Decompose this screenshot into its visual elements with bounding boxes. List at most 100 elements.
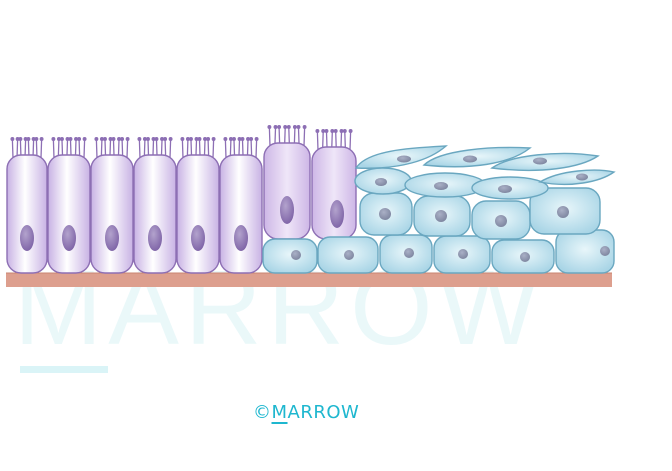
cilium [83, 139, 86, 159]
watermark-bar [20, 366, 108, 373]
cilium [349, 131, 352, 151]
cilium-tip [82, 137, 87, 141]
cilium [11, 139, 14, 159]
cilium-tip [77, 137, 82, 141]
basement-membrane [6, 273, 612, 287]
squamous-nucleus [533, 157, 547, 165]
columnar-nucleus [148, 225, 162, 251]
cilium [95, 139, 98, 159]
cilium-tip [302, 125, 307, 129]
cilium-tip [111, 137, 116, 141]
cilium-tip [189, 137, 193, 141]
cilium-tip [68, 137, 73, 141]
cilium [181, 139, 184, 159]
cilium-tip [249, 137, 254, 141]
cilium [224, 139, 227, 159]
cilium-tip [160, 137, 164, 141]
cilium-tip [292, 125, 297, 129]
cilium [52, 139, 55, 159]
cilium-tip [330, 129, 335, 133]
cilium-tip [283, 125, 288, 129]
cilium-tip [223, 137, 228, 141]
cilium-tip [206, 137, 211, 141]
logo-rest: ARROW [287, 402, 360, 423]
columnar-nucleus [105, 225, 119, 251]
cilium-tip [228, 137, 233, 141]
columnar-nucleus [280, 196, 294, 224]
squamous-nucleus [557, 206, 569, 218]
cilium-tip [232, 137, 236, 141]
squamous-nucleus [434, 182, 448, 190]
cilium-tip [60, 137, 64, 141]
cilium [316, 131, 319, 151]
cilium-tip [185, 137, 190, 141]
cilium-tip [99, 137, 104, 141]
columnar-nucleus [330, 200, 344, 228]
cilium-tip [194, 137, 199, 141]
cilium-tip [203, 137, 207, 141]
cilium-tip [348, 129, 353, 133]
columnar-cell [176, 154, 220, 274]
cilium-tip [273, 125, 278, 129]
columnar-cell [219, 154, 263, 274]
transition-columnar-cells [263, 142, 357, 240]
columnar-cell [133, 154, 177, 274]
columnar-nucleus [20, 225, 34, 251]
cilium-tip [108, 137, 113, 141]
cilium-tip [237, 137, 242, 141]
cilium-tip [117, 137, 121, 141]
columnar-cell [6, 154, 48, 274]
squamous-nucleus [435, 210, 447, 222]
cilium-tip [154, 137, 159, 141]
squamous-nuclei [291, 155, 610, 262]
cilium-tip [296, 125, 301, 129]
cilium-tip [10, 137, 15, 141]
cilium-tip [65, 137, 70, 141]
squamous-nucleus [520, 252, 530, 262]
cilium-tip [267, 125, 272, 129]
squamous-nucleus [375, 178, 387, 186]
squamous-nucleus [404, 248, 414, 258]
cilium-tip [254, 137, 259, 141]
cilium-tip [339, 129, 344, 133]
logo-first-letter: M [271, 402, 288, 423]
cilium [40, 139, 43, 159]
columnar-nucleus [62, 225, 76, 251]
cilium-tip [277, 125, 282, 129]
cilium-tip [39, 137, 44, 141]
squamous-nucleus [344, 250, 354, 260]
cilium-tip [142, 137, 147, 141]
cilium-tip [34, 137, 39, 141]
transition-columnar-cell [263, 142, 311, 240]
columnar-cells [6, 154, 263, 274]
cilium-tip [180, 137, 185, 141]
marrow-logo: ©MARROW [253, 402, 359, 423]
squamous-nucleus [495, 215, 507, 227]
cilium-tip [246, 137, 250, 141]
cilium-tip [321, 129, 326, 133]
cilium-tip [94, 137, 99, 141]
basal-cell [262, 238, 318, 274]
squamous-nucleus [463, 155, 477, 163]
cilium-tip [137, 137, 142, 141]
cilium [138, 139, 141, 159]
columnar-cell [47, 154, 91, 274]
cilium-tip [125, 137, 130, 141]
cilium-tip [74, 137, 78, 141]
cilium-tip [315, 129, 320, 133]
cilium-tip [120, 137, 125, 141]
squamous-nucleus [291, 250, 301, 260]
cilium-tip [197, 137, 202, 141]
squamous-nucleus [576, 173, 588, 181]
squamous-nucleus [600, 246, 610, 256]
cilium [255, 139, 258, 159]
cilium-tip [286, 125, 291, 129]
cilium-tip [163, 137, 168, 141]
cilium-tip [18, 137, 23, 141]
cilium-tip [146, 137, 150, 141]
squamous-nucleus [458, 249, 468, 259]
columnar-nucleus [191, 225, 205, 251]
cilium-tip [56, 137, 61, 141]
cilium-tip [211, 137, 216, 141]
